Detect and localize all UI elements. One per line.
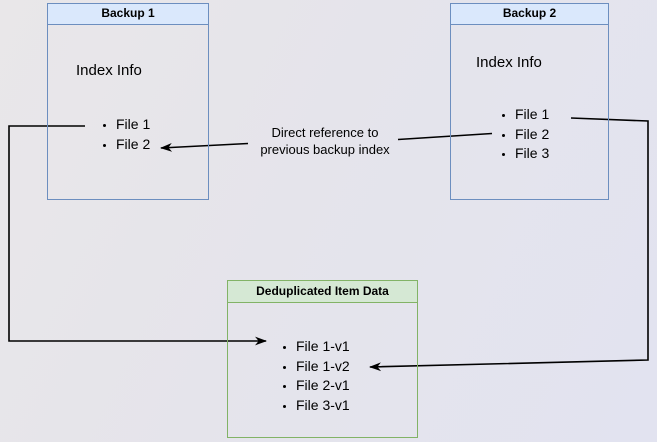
direct-reference-label-line2: previous backup index — [260, 141, 390, 157]
backup2-title: Backup 2 — [451, 4, 608, 25]
file-item: File 1 — [515, 105, 549, 125]
dedup-file-list: File 1-v1 File 1-v2 File 2-v1 File 3-v1 — [296, 337, 350, 415]
file-item: File 2 — [116, 134, 150, 154]
file-item: File 2 — [515, 125, 549, 145]
deduplicated-item-data-title: Deduplicated Item Data — [228, 281, 417, 303]
backup2-index-info-label: Index Info — [476, 54, 542, 71]
file-item: File 3 — [515, 144, 549, 164]
backup1-index-info-label: Index Info — [76, 62, 142, 79]
backup1-file-list: File 1 File 2 — [116, 114, 150, 154]
file-item: File 3-v1 — [296, 396, 350, 416]
file-item: File 1 — [116, 114, 150, 134]
file-item: File 2-v1 — [296, 376, 350, 396]
backup2-box: Backup 2 Index Info File 1 File 2 File 3 — [450, 3, 609, 200]
direct-reference-label: Direct reference to previous backup inde… — [245, 125, 405, 158]
backup2-file-list: File 1 File 2 File 3 — [515, 105, 549, 164]
backup1-title: Backup 1 — [48, 4, 208, 25]
backup1-box: Backup 1 Index Info File 1 File 2 — [47, 3, 209, 200]
file-item: File 1-v2 — [296, 357, 350, 377]
file-item: File 1-v1 — [296, 337, 350, 357]
deduplicated-item-data-box: Deduplicated Item Data File 1-v1 File 1-… — [227, 280, 418, 438]
direct-reference-label-line1: Direct reference to — [271, 125, 379, 140]
